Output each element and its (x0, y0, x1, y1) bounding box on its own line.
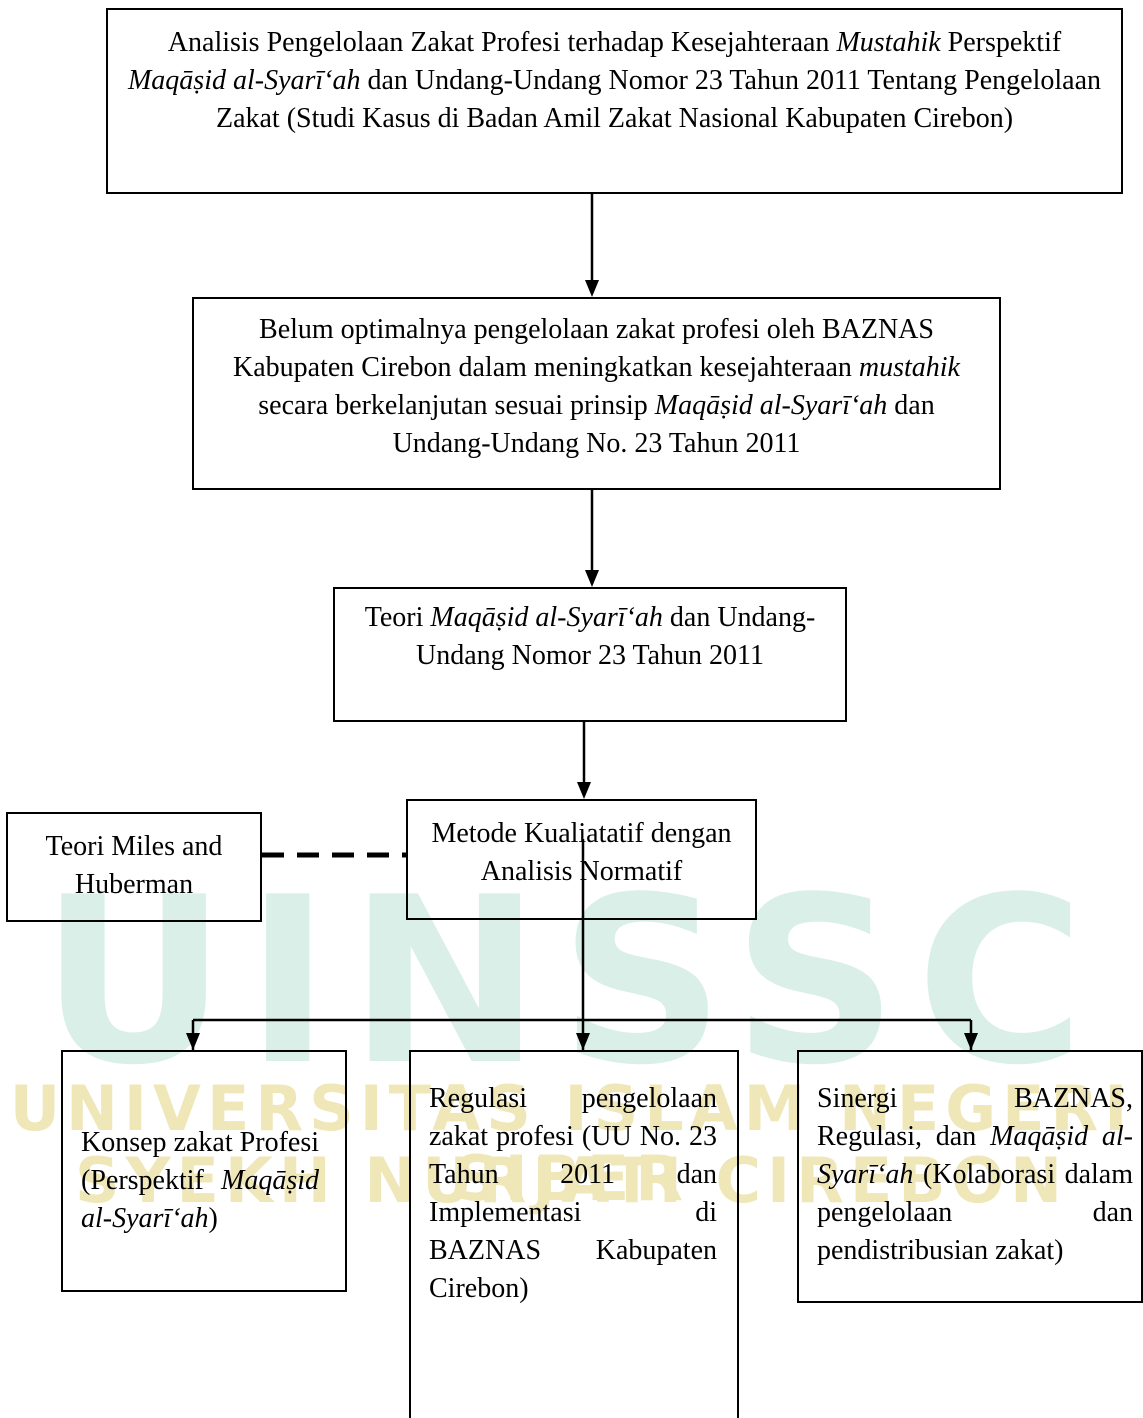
concept-text-3: ) (208, 1203, 218, 1234)
research-title-text-1: Analisis Pengelolaan Zakat Profesi terha… (167, 27, 837, 58)
research-title-text-3: Perspektif (940, 27, 1062, 58)
problem-text-1: Belum optimalnya pengelolaan zakat profe… (233, 314, 934, 383)
regulation-text: Regulasi pengelolaan zakat profesi (UU N… (429, 1083, 717, 1304)
arrowheads (577, 280, 599, 799)
regulation-box: Regulasi pengelolaan zakat profesi (UU N… (409, 1050, 739, 1418)
research-title-text-4: Maqāṣid al-Syarī‘ah (127, 65, 361, 96)
concept-text-2: Maqāṣid al-Syarī‘ah (81, 1165, 319, 1234)
research-title-text-2: Mustahik (836, 27, 941, 58)
problem-text-3: secara berkelanjutan sesuai prinsip (258, 390, 655, 421)
concept-box: Konsep zakat Profesi (Perspektif Maqāṣid… (61, 1050, 347, 1292)
synergy-box: Sinergi BAZNAS, Regulasi, dan Maqāṣid al… (797, 1050, 1143, 1303)
theory-box: Teori Maqāṣid al-Syarī‘ah dan Undang-Und… (333, 587, 847, 722)
problem-text-4: Maqāṣid al-Syarī‘ah (654, 390, 888, 421)
synergy-text-2: Maqāṣid al-Syarī‘ah (817, 1121, 1133, 1190)
arrowhead-left (186, 1033, 200, 1050)
side-theory-box: Teori Miles and Huberman (6, 812, 262, 922)
arrowhead-right (964, 1033, 978, 1050)
arrowhead-theory (585, 570, 599, 587)
method-text: Metode Kualiatatif dengan Analisis Norma… (431, 818, 732, 887)
method-box: Metode Kualiatatif dengan Analisis Norma… (406, 799, 757, 920)
problem-text-5: dan Undang-Undang No. 23 Tahun 2011 (392, 390, 935, 459)
synergy-text-3: (Kolaborasi dalam pengelolaan dan pendis… (817, 1159, 1133, 1266)
theory-text-2: Maqāṣid al-Syarī‘ah (430, 602, 663, 633)
research-title-box: Analisis Pengelolaan Zakat Profesi terha… (106, 8, 1123, 194)
synergy-text-1: Sinergi BAZNAS, Regulasi, dan (817, 1083, 1133, 1152)
problem-text-2: mustahik (858, 352, 960, 383)
research-title-text-5: dan Undang-Undang Nomor 23 Tahun 2011 Te… (215, 65, 1102, 134)
theory-text-3: dan Undang-Undang Nomor 23 Tahun 2011 (415, 602, 816, 671)
side-theory-text: Teori Miles and Huberman (45, 831, 223, 900)
theory-text-1: Teori (364, 602, 431, 633)
arrowhead-problem (585, 280, 599, 297)
concept-text-1: Konsep zakat Profesi (Perspektif (81, 1127, 319, 1196)
arrowhead-method (577, 782, 591, 799)
arrowhead-middle (576, 1033, 590, 1050)
problem-statement-box: Belum optimalnya pengelolaan zakat profe… (192, 297, 1001, 490)
